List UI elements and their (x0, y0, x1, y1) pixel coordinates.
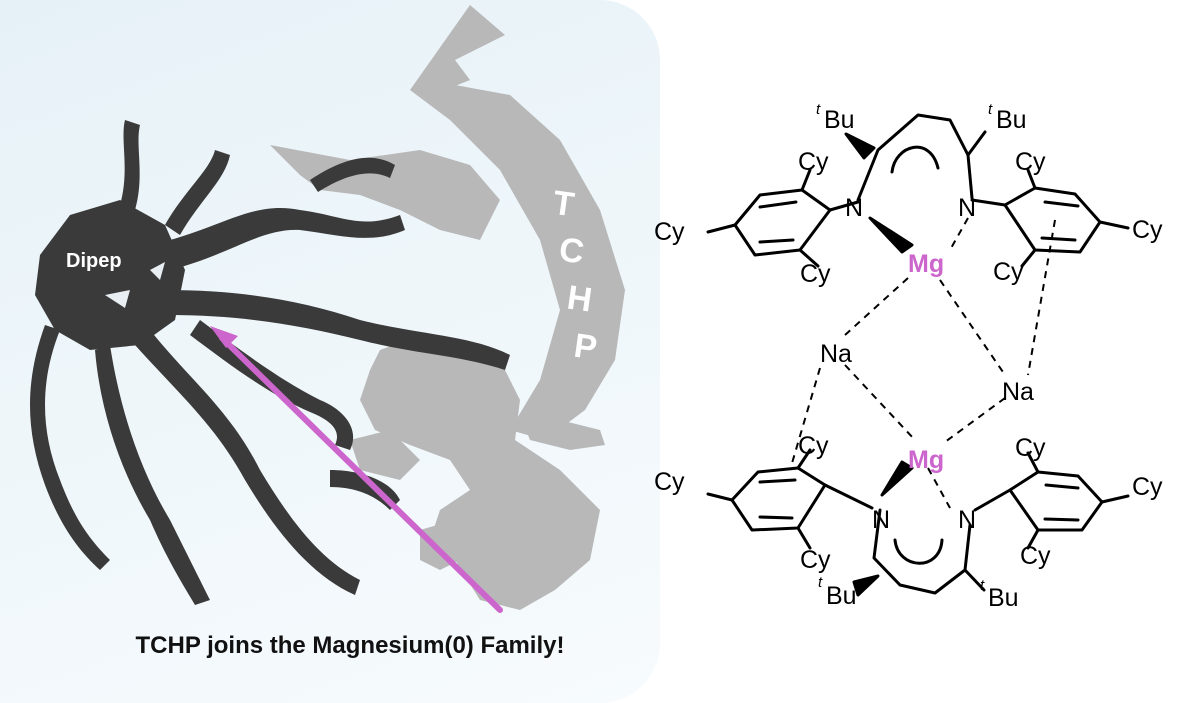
octopus-eye (105, 290, 130, 308)
chemical-structure: N N N N Na Na Mg Mg Cy Cy Cy Cy Cy Cy Cy… (654, 101, 1163, 612)
octopus-eye-right (150, 262, 165, 280)
svg-text:t: t (816, 101, 821, 118)
svg-text:Bu: Bu (988, 584, 1019, 612)
tchp-figure (270, 5, 625, 610)
magnesium-label: Mg (908, 446, 944, 474)
spear (210, 326, 503, 613)
tbu-label: t Bu (980, 577, 1019, 612)
figure-letter-c: C (557, 231, 587, 272)
nitrogen-label: N (845, 194, 863, 222)
cy-label: Cy (654, 468, 685, 496)
svg-text:Bu: Bu (824, 106, 855, 134)
tbu-label: t Bu (988, 101, 1027, 134)
svg-text:t: t (818, 574, 823, 591)
nitrogen-label: N (872, 506, 890, 534)
illustration-panel: Dipep T C H P (0, 0, 660, 703)
cy-label: Cy (1132, 473, 1163, 501)
tbu-label: t Bu (816, 101, 855, 134)
svg-text:t: t (980, 577, 985, 594)
dipep-octopus (30, 120, 510, 605)
cy-label: Cy (798, 432, 829, 460)
sodium-label: Na (1002, 378, 1034, 406)
tbu-label: t Bu (818, 574, 857, 610)
cy-label: Cy (1020, 542, 1051, 570)
magnesium-label: Mg (908, 250, 944, 278)
octopus-label: Dipep (66, 250, 122, 272)
svg-text:t: t (988, 101, 993, 118)
cy-label: Cy (800, 546, 831, 574)
figure-letter-h: H (565, 279, 595, 320)
cy-label: Cy (1132, 216, 1163, 244)
cy-label: Cy (1015, 148, 1046, 176)
cy-label: Cy (798, 148, 829, 176)
octopus-vs-tchp-illustration: Dipep T C H P (30, 5, 625, 613)
cy-label: Cy (1015, 434, 1046, 462)
svg-text:Bu: Bu (996, 106, 1027, 134)
nitrogen-label: N (958, 506, 976, 534)
nitrogen-label: N (958, 194, 976, 222)
sodium-label: Na (820, 340, 852, 368)
cy-label: Cy (800, 260, 831, 288)
cy-label: Cy (993, 258, 1024, 286)
cy-label: Cy (654, 218, 685, 246)
figure-letter-p: P (572, 327, 600, 368)
caption: TCHP joins the Magnesium(0) Family! (135, 632, 565, 659)
svg-text:Bu: Bu (826, 582, 857, 610)
